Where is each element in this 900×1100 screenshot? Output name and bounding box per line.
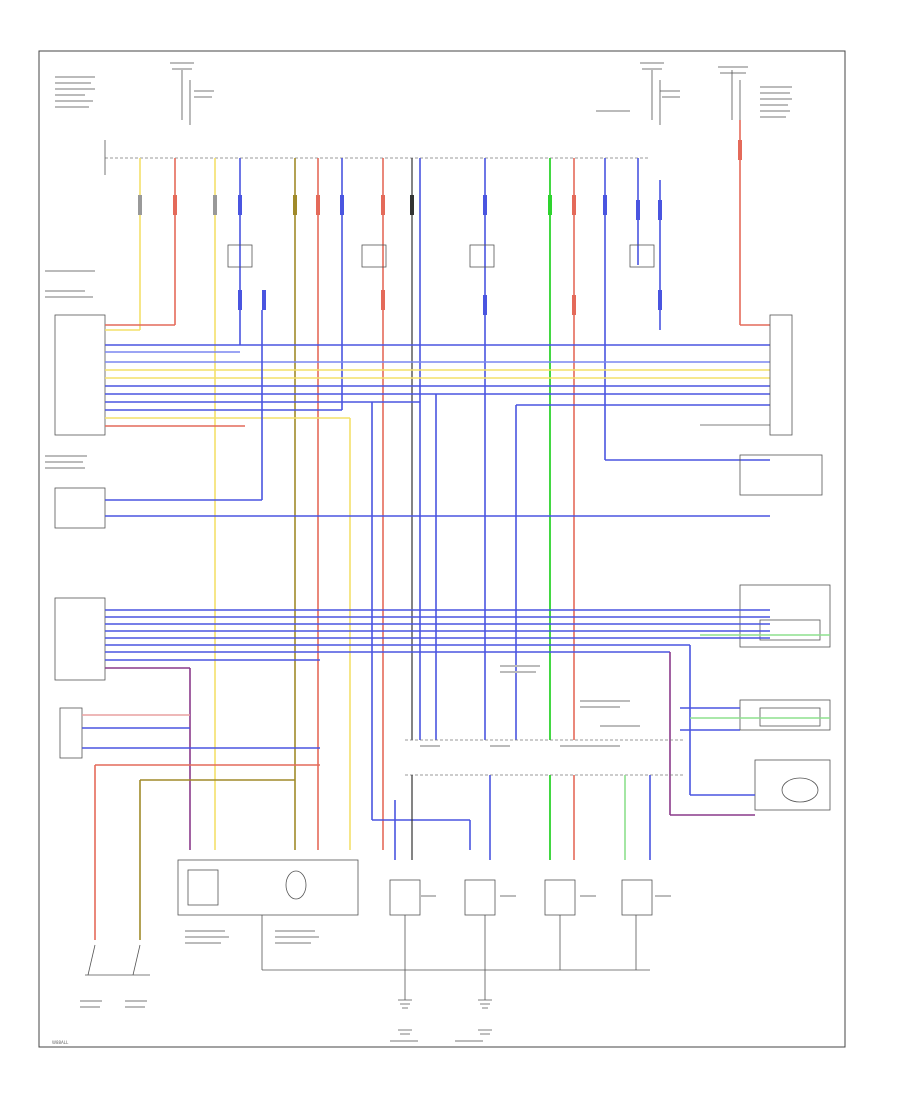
central-module [405, 665, 685, 776]
left-connector-block-4 [59, 707, 83, 759]
harness-wires-1 [105, 324, 770, 850]
diagram-frame [38, 50, 846, 1048]
harness-wires-3 [105, 609, 830, 850]
rear-door-motor [781, 777, 819, 803]
relay-boxes [227, 244, 655, 268]
module-output-wires [394, 775, 651, 860]
rear-door-unit [754, 759, 831, 811]
fuse-symbols [181, 70, 741, 125]
bottom-labels [80, 895, 671, 1042]
right-connector-block-1 [769, 314, 793, 436]
ground-symbols [398, 999, 492, 1035]
footer-code: W88ALL [52, 1040, 69, 1045]
harness-wires-4 [82, 714, 320, 940]
left-connector-block-3 [54, 597, 106, 681]
left-block-labels [45, 270, 95, 469]
top-labels [55, 62, 792, 118]
harness-wires-2 [105, 310, 770, 517]
bottom-left-switches [85, 944, 150, 976]
right-door-unit-1 [739, 584, 831, 648]
vertical-wires [139, 120, 770, 850]
bottom-switches [177, 859, 653, 1000]
right-door-motor-1 [759, 619, 821, 641]
left-connector-block-2 [54, 487, 106, 529]
wire-connector-stubs [138, 140, 742, 315]
door-switch-box [739, 454, 823, 496]
left-connector-block-1 [54, 314, 106, 436]
right-door-unit-2 [739, 699, 831, 731]
right-door-motor-2 [759, 707, 821, 727]
